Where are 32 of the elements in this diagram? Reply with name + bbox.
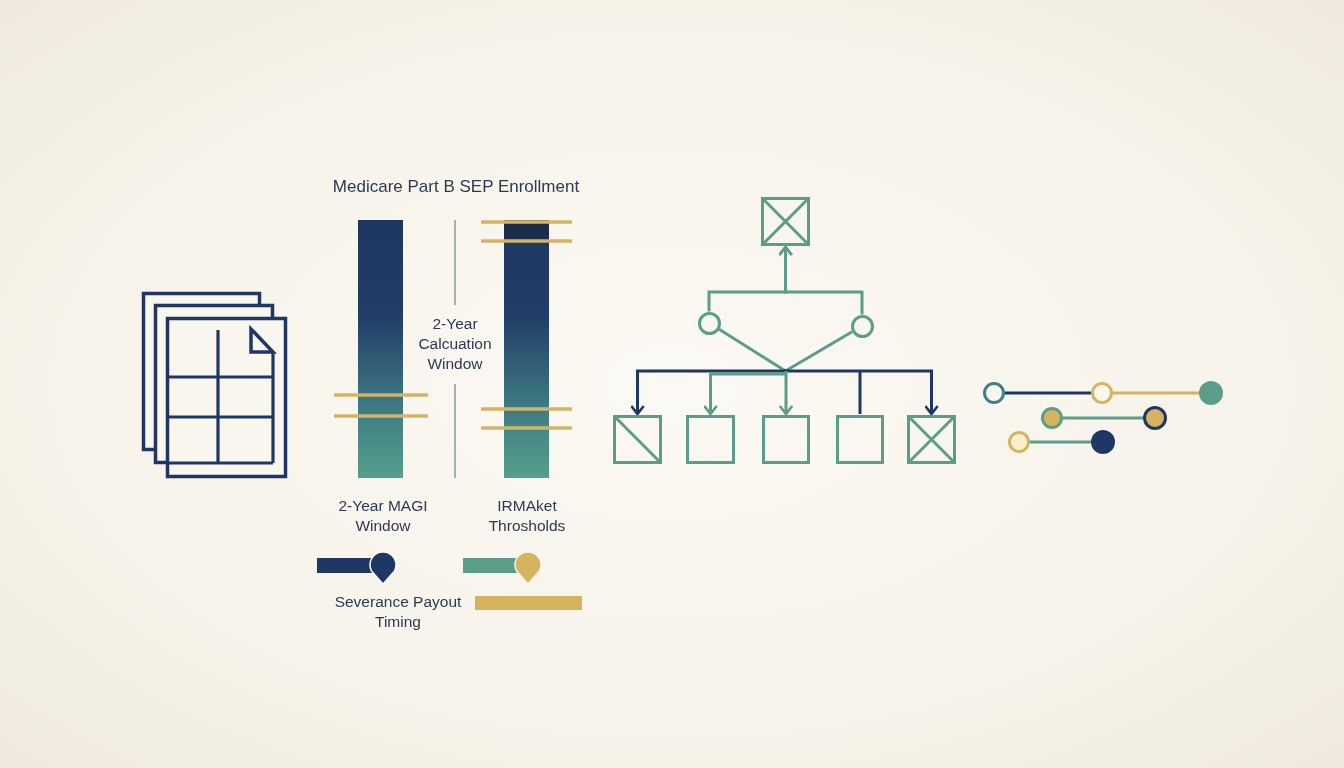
empty-box	[686, 415, 735, 464]
bar-caption: IRMAket Throsholds	[487, 496, 567, 536]
empty-box	[762, 415, 810, 464]
connector-line	[1063, 416, 1143, 420]
connector-line	[717, 327, 787, 373]
connector-line	[1005, 391, 1091, 395]
connector-line	[784, 369, 933, 373]
dot-marker	[1091, 430, 1115, 454]
dot-marker	[1143, 406, 1167, 430]
connector-line	[636, 369, 787, 373]
ring-marker	[983, 382, 1005, 404]
arrow	[778, 245, 864, 315]
slashed-box	[613, 415, 662, 464]
crossed-box	[907, 415, 956, 464]
window-label: 2-Year Calcuation Window	[417, 314, 493, 374]
arrow	[924, 371, 939, 416]
timing-label: Severance Payout Timing	[333, 592, 463, 632]
dot-marker	[1041, 407, 1063, 429]
dot-marker	[1199, 381, 1223, 405]
ring-marker	[1091, 382, 1113, 404]
junction-circle	[697, 311, 721, 335]
arrow	[703, 372, 786, 416]
connector-line	[858, 371, 862, 414]
diagram-title: Medicare Part B SEP Enrollment	[332, 176, 580, 197]
ring-marker	[1008, 431, 1030, 453]
connector-line	[1030, 440, 1091, 444]
bar-caption: 2-Year MAGI Window	[337, 496, 429, 536]
crossed-box	[761, 197, 810, 246]
arrow	[630, 371, 645, 416]
empty-box	[836, 415, 884, 464]
junction-circle	[850, 314, 874, 338]
connector-line	[1113, 391, 1199, 395]
